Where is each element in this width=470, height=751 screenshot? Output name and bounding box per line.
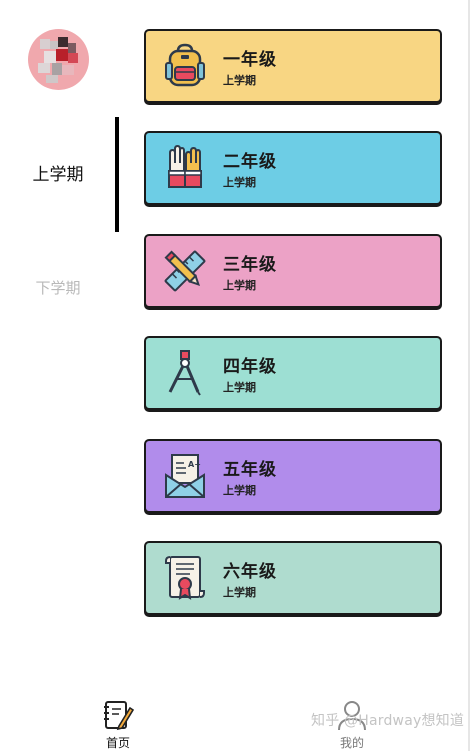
- tab-mine[interactable]: 我的: [330, 698, 374, 751]
- backpack-icon: [165, 43, 205, 87]
- right-edge-divider: [468, 0, 470, 751]
- svg-text:A+: A+: [188, 460, 201, 469]
- card-title: 三年级: [223, 255, 277, 275]
- semester-tab-second[interactable]: 下学期: [35, 279, 81, 297]
- card-title: 六年级: [223, 562, 277, 582]
- grade-card-3[interactable]: 三年级 上学期: [144, 234, 442, 308]
- card-title: 四年级: [223, 357, 277, 377]
- pencil-ruler-icon: [164, 250, 206, 292]
- card-subtitle: 上学期: [223, 74, 256, 87]
- tab-home[interactable]: 首页: [96, 698, 140, 751]
- semester-tab-first[interactable]: 上学期: [32, 165, 84, 185]
- user-icon: [338, 701, 366, 731]
- card-subtitle: 上学期: [223, 176, 256, 189]
- grade-card-4[interactable]: 四年级 上学期: [144, 336, 442, 410]
- certificate-icon: [165, 556, 205, 600]
- notebook-pencil-icon: [104, 701, 135, 731]
- card-subtitle: 上学期: [223, 381, 256, 394]
- graded-letter-icon: A+: [165, 454, 205, 498]
- active-semester-indicator: [115, 117, 119, 232]
- bottom-tab-bar: 首页 我的 知乎 @Hardway想知道: [0, 690, 470, 751]
- card-title: 五年级: [223, 460, 277, 480]
- avatar[interactable]: [28, 29, 89, 90]
- watermark: 知乎 @Hardway想知道: [311, 713, 465, 729]
- grade-card-1[interactable]: 一年级 上学期: [144, 29, 442, 103]
- grade-card-2[interactable]: 二年级 上学期: [144, 131, 442, 205]
- sidebar: 上学期 下学期: [0, 0, 120, 680]
- card-subtitle: 上学期: [223, 484, 256, 497]
- card-subtitle: 上学期: [223, 279, 256, 292]
- grade-card-5[interactable]: A+ 五年级 上学期: [144, 439, 442, 513]
- grade-card-6[interactable]: 六年级 上学期: [144, 541, 442, 615]
- tab-home-label: 首页: [105, 736, 130, 750]
- tab-mine-label: 我的: [339, 736, 364, 750]
- card-subtitle: 上学期: [223, 586, 256, 599]
- card-title: 一年级: [223, 50, 277, 70]
- compass-icon: [168, 350, 201, 396]
- raised-hands-icon: [168, 145, 202, 188]
- card-title: 二年级: [223, 152, 277, 172]
